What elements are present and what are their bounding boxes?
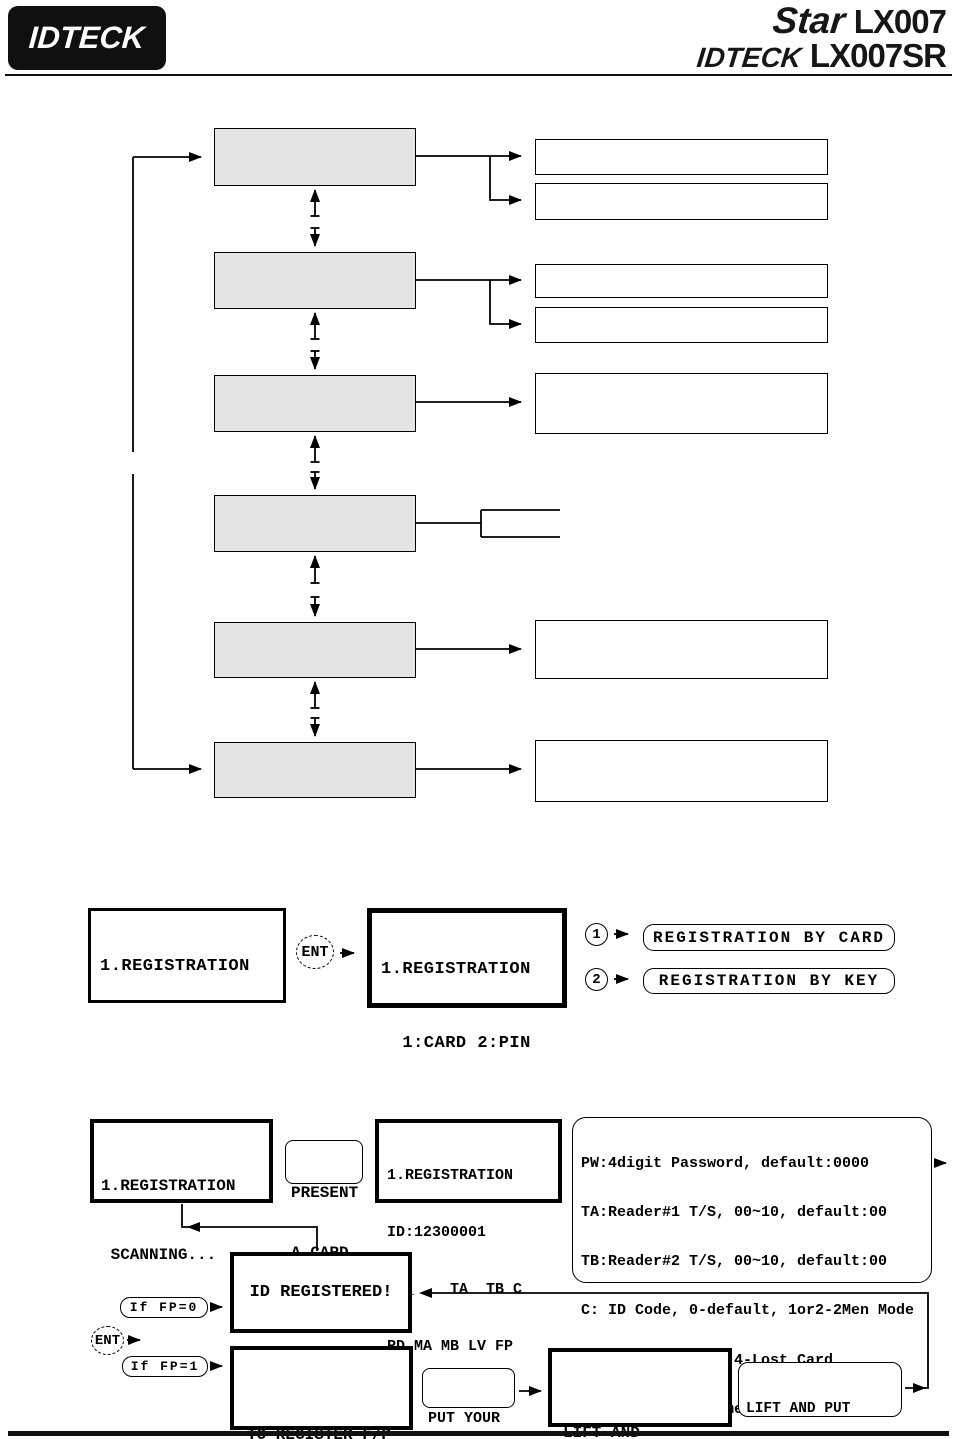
lcd-registration-submenu: 1.REGISTRATION 1:CARD 2:PIN	[367, 908, 567, 1053]
submenu-box-2a	[535, 264, 828, 298]
field-note: TB:Reader#2 T/S, 00~10, default:00	[581, 1253, 888, 1271]
header-rule	[5, 74, 952, 76]
page-footer-rule	[8, 1431, 949, 1436]
lcd-line: ID:12300001	[387, 1224, 487, 1241]
submenu-box-2b	[535, 307, 828, 343]
condition-fp0-label: If FP=0	[120, 1297, 208, 1318]
lcd-lift-and-put: LIFT AND PUT YOUR FINGER	[548, 1348, 732, 1439]
product-title-bottom: IDTECK LX007SR	[695, 37, 947, 74]
loopback-to-scanning	[181, 1204, 318, 1251]
present-a-card-line: PRESENT	[291, 1184, 359, 1202]
product-title-top: Star LX007	[697, 0, 947, 41]
second-fp-loop-arrowhead-right	[913, 1383, 926, 1393]
key-2-badge: 2	[585, 968, 608, 991]
lcd-line: 1.REGISTRATION	[387, 1167, 514, 1184]
menu-box-2	[214, 252, 416, 309]
condition-fp0-text: If FP=0	[129, 1300, 199, 1315]
second-fp-loop-arrowhead-left	[419, 1288, 432, 1298]
menu-box-3	[214, 375, 416, 432]
lcd-line: 1.REGISTRATION	[381, 960, 531, 979]
lcd-register-fp: TO REGISTER F/P PUT YOUR FINGER	[230, 1346, 413, 1439]
field-note: C: ID Code, 0-default, 1or2-2Men Mode	[581, 1302, 915, 1320]
ent-key-2: ENT	[91, 1326, 124, 1355]
condition-fp1-text: If FP=1	[130, 1359, 200, 1374]
model-lx007-text: LX007	[853, 3, 947, 40]
loopback-arrowhead	[187, 1222, 200, 1232]
lcd-line: SCANNING...	[101, 1246, 217, 1264]
menu-box-6	[214, 742, 416, 798]
lcd-line: PW_ TA TB C	[387, 1281, 523, 1298]
ent-key: ENT	[296, 935, 334, 969]
put-your-finger-label: PUT YOUR FINGER	[422, 1368, 515, 1427]
condition-fp1-label: If FP=1	[122, 1356, 208, 1377]
submenu-box-1b	[535, 183, 828, 220]
registration-by-card-text: REGISTRATION BY CARD	[652, 928, 886, 947]
lcd-line: 1.REGISTRATION	[100, 957, 250, 976]
idteck-logo: IDTECK	[8, 6, 166, 70]
present-a-card-label: PRESENT A CARD	[285, 1140, 363, 1262]
second-fp-label: LIFT AND PUT YOUR FINGER FOR SECOND F/P	[738, 1362, 902, 1417]
row1-connector-b	[489, 156, 522, 205]
model-lx007sr-text: LX007SR	[809, 37, 947, 74]
lcd-scanning: 1.REGISTRATION SCANNING...	[90, 1119, 273, 1264]
key-1-badge: 1	[585, 923, 608, 946]
registration-by-key-text: REGISTRATION BY KEY	[658, 972, 880, 990]
lcd-line: 1:CARD 2:PIN	[381, 1034, 531, 1053]
menu-box-1	[214, 128, 416, 186]
submenu-box-6	[535, 740, 828, 802]
lcd-card-data: 1.REGISTRATION ID:12300001 PW_ TA TB C R…	[375, 1119, 562, 1355]
lcd-line: 1.REGISTRATION	[101, 1177, 236, 1195]
menu-box-5	[214, 622, 416, 678]
submenu-box-3	[535, 373, 828, 434]
registration-by-card-label: REGISTRATION BY CARD	[643, 924, 895, 951]
lcd-line: ID REGISTERED!	[249, 1283, 393, 1302]
field-note: TA:Reader#1 T/S, 00~10, default:00	[581, 1204, 888, 1222]
registration-by-key-label: REGISTRATION BY KEY	[643, 968, 895, 994]
second-fp-line: LIFT AND PUT	[746, 1400, 851, 1417]
key-1-label: 1	[592, 926, 601, 943]
put-your-finger-line: PUT YOUR	[428, 1410, 501, 1427]
submenu-box-5	[535, 620, 828, 679]
lcd-registration-menu: 1.REGISTRATION	[88, 908, 286, 1003]
ent-key-2-label: ENT	[94, 1332, 121, 1349]
key-2-label: 2	[592, 971, 601, 988]
lcd-id-registered: ID REGISTERED!	[230, 1252, 412, 1333]
row2-connector-b	[489, 280, 522, 329]
ent-key-label: ENT	[301, 943, 329, 961]
product-titles: Star LX007 IDTECK LX007SR	[695, 0, 947, 74]
field-note: PW:4digit Password, default:0000	[581, 1154, 870, 1172]
menu-box-4	[214, 495, 416, 552]
submenu-box-1a	[535, 139, 828, 175]
field-notes-box: PW:4digit Password, default:0000 TA:Read…	[572, 1117, 932, 1418]
